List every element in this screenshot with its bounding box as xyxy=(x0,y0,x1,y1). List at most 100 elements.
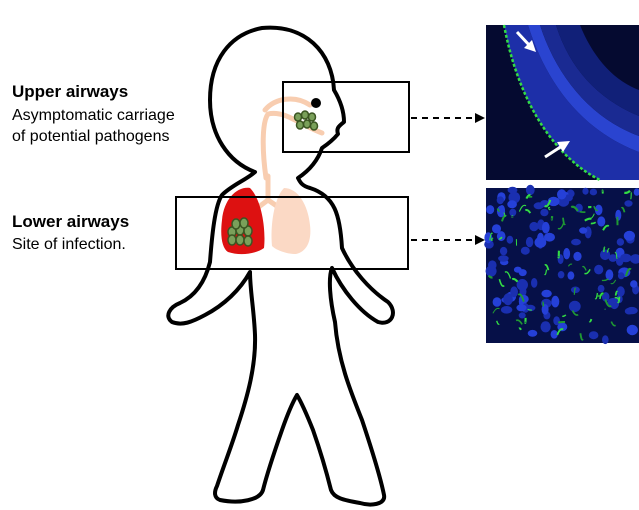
stain-mark xyxy=(570,205,579,212)
nucleus-mark xyxy=(533,202,544,210)
stain-mark xyxy=(524,209,532,214)
stain-mark xyxy=(498,278,505,287)
stain-mark xyxy=(614,296,621,302)
stain-mark xyxy=(544,269,548,276)
nucleus-mark xyxy=(602,335,609,345)
stain-mark xyxy=(558,320,566,324)
nucleus-mark xyxy=(500,306,513,314)
healthy-lung xyxy=(271,188,311,254)
upper-micrograph xyxy=(486,24,639,182)
stain-mark xyxy=(547,206,551,211)
nucleus-mark xyxy=(600,249,611,261)
nucleus-mark xyxy=(496,196,504,205)
nucleus-mark xyxy=(568,300,581,313)
nucleus-mark xyxy=(499,246,508,256)
stain-mark xyxy=(496,320,500,325)
nucleus-mark xyxy=(506,235,514,244)
stain-mark xyxy=(498,236,503,240)
stain-mark xyxy=(620,206,626,213)
nucleus-mark xyxy=(597,216,606,227)
stain-mark xyxy=(496,208,501,212)
nucleus-mark xyxy=(630,254,639,264)
lower-airways-title: Lower airways xyxy=(12,212,130,231)
nucleus-mark xyxy=(518,312,526,319)
nucleus-mark xyxy=(608,254,618,262)
stain-mark xyxy=(487,274,493,279)
nucleus-mark xyxy=(547,196,560,207)
nucleus-mark xyxy=(544,232,555,242)
stain-mark xyxy=(492,307,500,314)
nucleus-mark xyxy=(626,306,638,315)
nucleus-mark xyxy=(623,230,636,241)
stain-mark xyxy=(527,308,533,311)
stain-mark xyxy=(601,278,609,282)
stain-mark xyxy=(624,267,632,277)
stain-mark xyxy=(606,248,610,253)
arrow-up-right-icon xyxy=(544,141,570,159)
nucleus-mark xyxy=(516,304,527,312)
nucleus-mark xyxy=(597,284,605,293)
stain-mark xyxy=(557,222,565,230)
stain-mark xyxy=(579,333,584,341)
stain-mark xyxy=(590,221,597,225)
stain-mark xyxy=(562,314,567,318)
nucleus-mark xyxy=(567,271,575,280)
nucleus-mark xyxy=(513,266,522,273)
nucleus-mark xyxy=(541,221,550,234)
stain-mark xyxy=(515,319,523,325)
nucleus-mark xyxy=(507,200,517,209)
nucleus-mark xyxy=(488,260,497,270)
stain-mark xyxy=(490,237,494,242)
nucleus-mark xyxy=(579,227,588,234)
nucleus-mark xyxy=(601,292,610,302)
nucleus-mark xyxy=(510,286,518,298)
nucleus-mark xyxy=(496,231,506,242)
nucleus-mark xyxy=(626,324,638,336)
stain-mark xyxy=(518,204,527,212)
stain-mark xyxy=(594,292,599,300)
nucleus-mark xyxy=(589,188,598,196)
nucleus-mark xyxy=(525,184,535,196)
nucleus-mark xyxy=(529,221,539,232)
stain-mark xyxy=(614,252,618,259)
nucleus-mark xyxy=(607,298,618,308)
nucleus-mark xyxy=(620,253,632,263)
lower-airways-desc: Site of infection. xyxy=(12,236,126,253)
nucleus-mark xyxy=(553,316,560,326)
nucleus-mark xyxy=(541,289,552,298)
nucleus-mark xyxy=(570,286,580,294)
stain-mark xyxy=(593,205,599,212)
upper-airways-desc-line2: of potential pathogens xyxy=(12,128,170,145)
stain-mark xyxy=(624,189,631,194)
nucleus-mark xyxy=(492,297,502,307)
stain-mark xyxy=(525,194,531,200)
nucleus-mark xyxy=(492,224,501,234)
nucleus-mark xyxy=(540,321,551,333)
stain-mark xyxy=(562,217,566,226)
nucleus-mark xyxy=(507,186,518,194)
lung-bacteria xyxy=(227,217,253,247)
nucleus-mark xyxy=(551,295,560,308)
arrow-down-right-icon xyxy=(515,30,536,52)
stain-mark xyxy=(556,328,564,336)
stain-mark xyxy=(518,327,522,331)
stain-mark xyxy=(544,199,552,208)
nucleus-mark xyxy=(540,208,549,217)
lower-airways-box xyxy=(175,196,409,270)
nasal-bacteria xyxy=(293,110,319,131)
stain-mark xyxy=(501,214,507,222)
stain-mark xyxy=(602,224,610,231)
nucleus-mark xyxy=(557,189,567,200)
nucleus-mark xyxy=(516,279,528,291)
stain-mark xyxy=(610,321,617,327)
nucleus-mark xyxy=(617,272,625,280)
stain-mark xyxy=(582,265,587,271)
stain-mark xyxy=(599,292,604,300)
nucleus-mark xyxy=(630,280,638,288)
stain-mark xyxy=(489,232,493,241)
stain-mark xyxy=(604,299,612,308)
nucleus-mark xyxy=(541,304,549,315)
nucleus-mark xyxy=(571,238,581,246)
nucleus-mark xyxy=(557,271,565,279)
